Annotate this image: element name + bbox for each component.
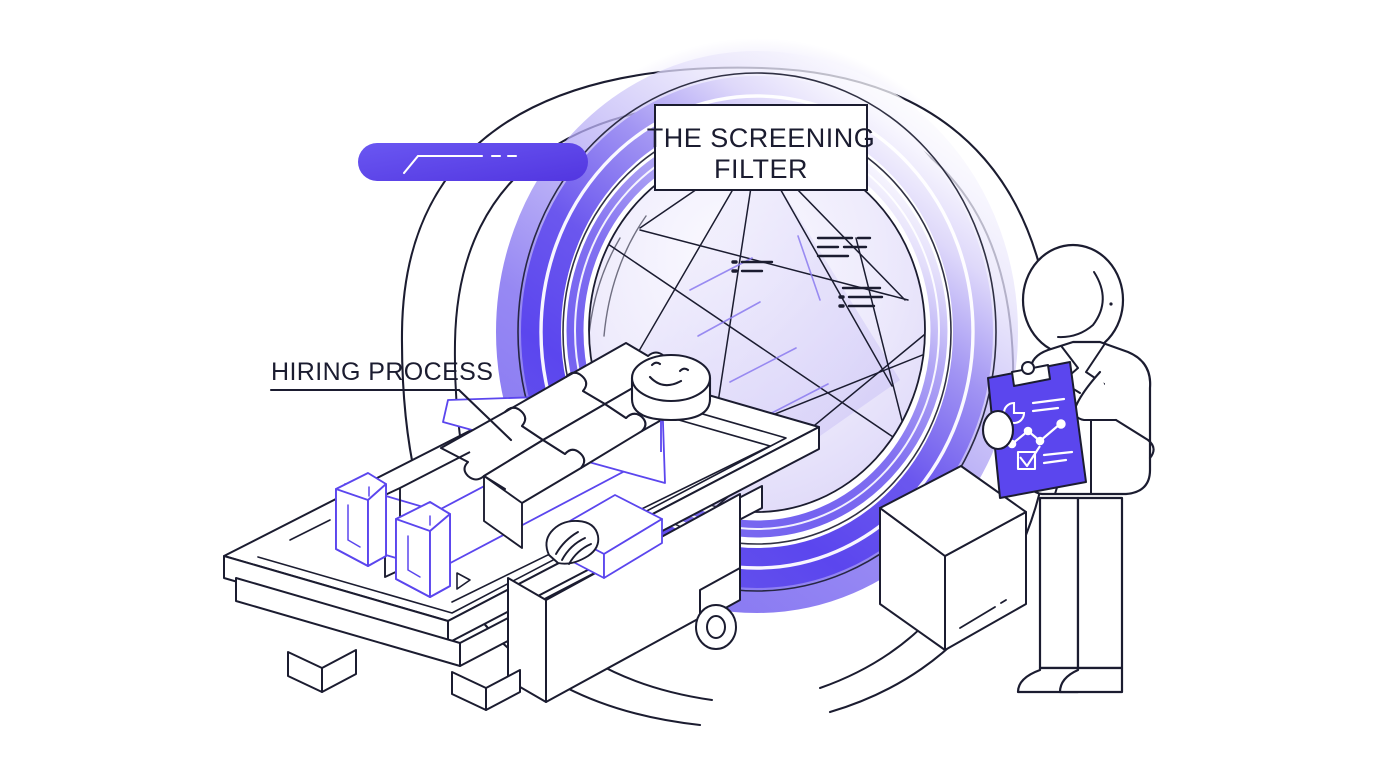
doctor-leg-back [1038,496,1080,670]
clipboard-clip-ring [1021,361,1035,375]
scanner-base-detail [959,599,1007,629]
doctor-leg-front [1076,496,1124,670]
scanner-base [879,465,1027,651]
clipboard-line [1042,458,1068,465]
text-mark-group-3 [838,286,884,308]
callout-label: HIRING PROCESS [271,358,493,386]
line-chart-icon [1007,419,1066,449]
doctor-hand [981,409,1015,451]
patient-hand [545,520,600,565]
checkbox-icon [1016,445,1041,471]
eye-right-icon [678,367,690,373]
bore-hatch-strokes [689,235,829,419]
patient-foot-detail [347,486,431,578]
doctor-forearm [1114,418,1155,460]
patient-puzzle-pieces [440,342,707,508]
head-cylinder-top [630,353,712,403]
bed-caster-wheel [695,567,741,650]
patient-foot [395,501,451,598]
doctor-head-dot [1109,302,1113,306]
clipboard-line [1031,406,1060,413]
clipboard-row [1016,445,1074,471]
title-card-box [654,104,868,191]
title-line-2: FILTER [714,154,808,184]
doctor-head [1021,243,1125,357]
title-line-1: THE SCREENING [647,123,876,153]
patient-body-sides [483,475,523,549]
title-card: THE SCREENING FILTER [647,104,876,191]
bed-legs [287,649,521,711]
patient-foot [335,472,387,567]
patient-triangle-marker [456,572,471,590]
patient-head [630,353,712,422]
smile-icon [648,375,683,387]
callout-leader-line [457,388,513,442]
purple-accent-bar [358,143,588,181]
accent-bar-mark [402,154,518,175]
callout-hiring-process: HIRING PROCESS [269,358,513,442]
clipboard [987,361,1087,499]
scanner-ring-highlight [539,94,975,570]
text-mark-group-2 [816,236,872,258]
doctor-head-shade [1057,271,1104,339]
bore-arc-strokes [589,215,647,349]
scanner-ring-contour-outer [517,72,997,592]
eye-left-icon [650,361,662,367]
clipboard-line [1042,450,1074,457]
clipboard-line [1031,397,1066,405]
head-face [648,361,690,387]
text-mark-group-1 [731,260,774,273]
puzzle-patient [335,342,712,598]
scanner-ring-outer [496,51,1018,613]
doctor-shoe [1058,666,1124,694]
